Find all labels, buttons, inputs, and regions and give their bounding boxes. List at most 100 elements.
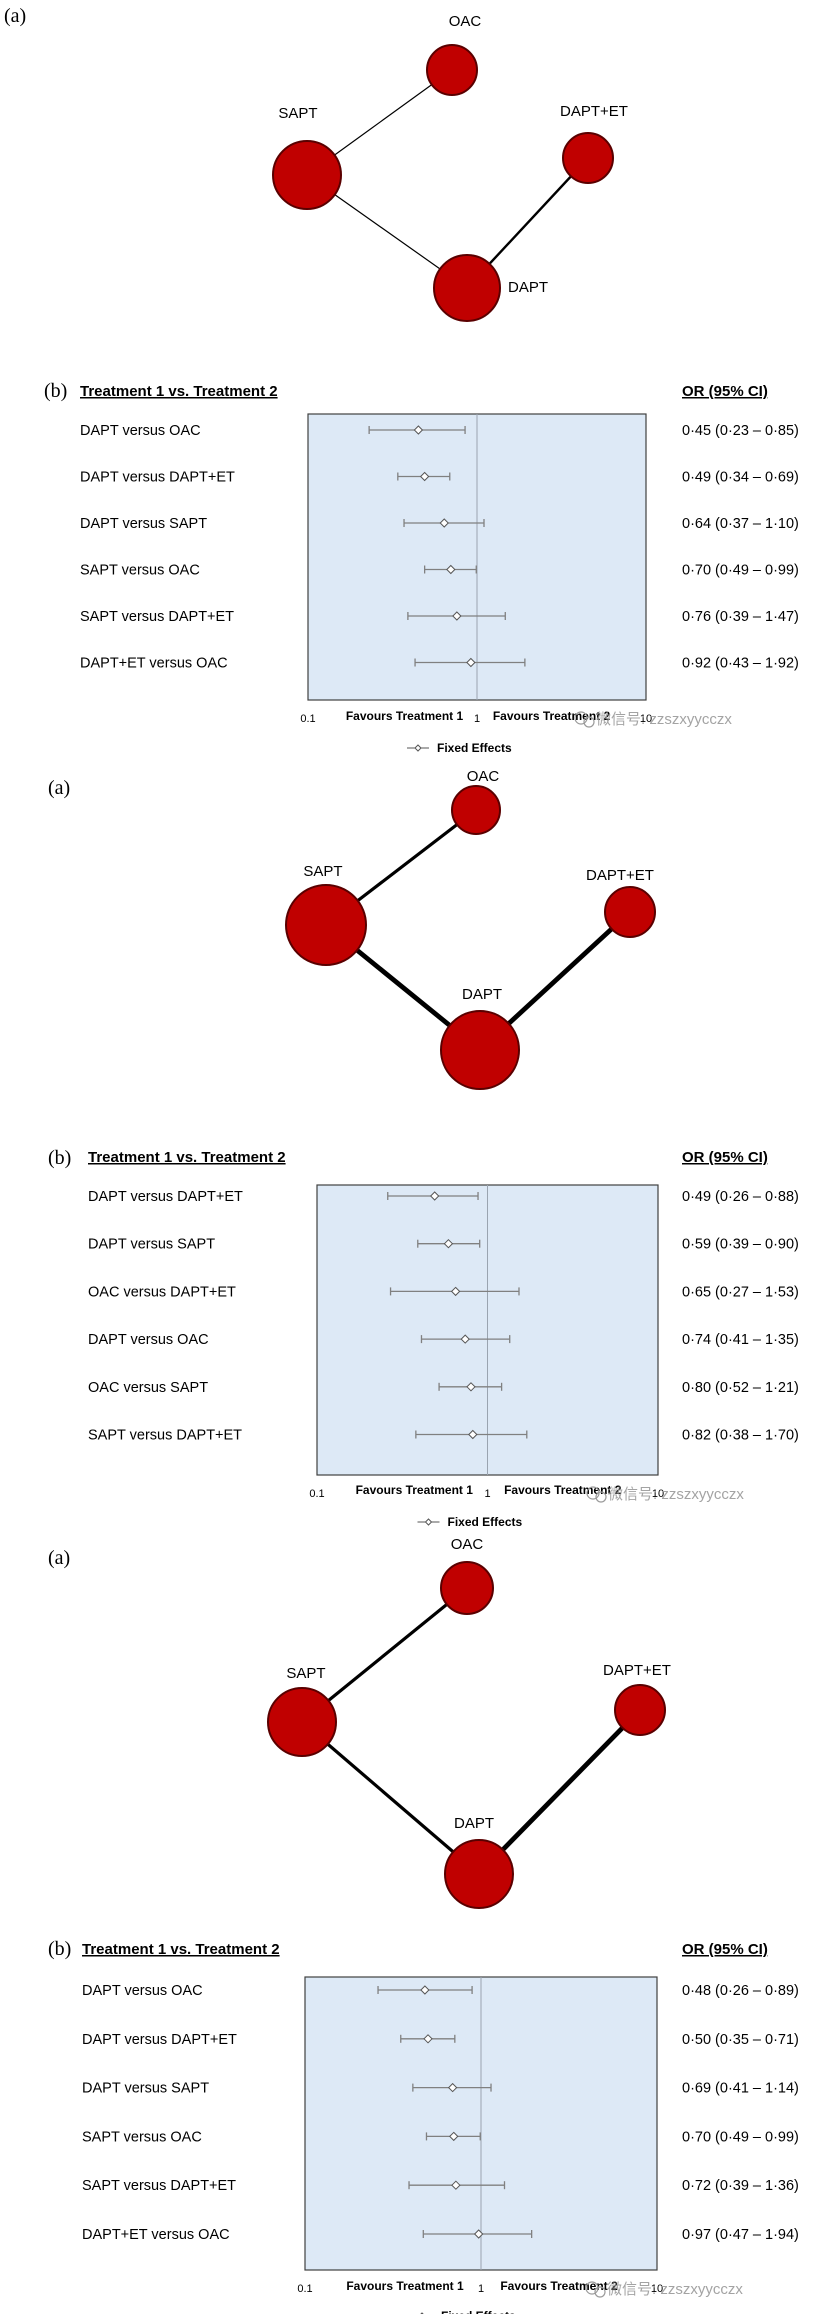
forest-x-tick-label: 10 [651,2283,663,2295]
forest-row-label: DAPT+ET versus OAC [80,656,228,672]
network-node-label: OAC [451,1536,484,1553]
forest-row-label: DAPT versus SAPT [80,516,207,532]
network-node [562,132,614,184]
forest-point-estimate [452,611,462,621]
forest-header-right: OR (95% CI) [682,1941,768,1958]
forest-row-or: 0·80 (0·52 – 1·21) [682,1380,799,1396]
forest-header-right: OR (95% CI) [682,1149,768,1166]
network-node [267,1687,337,1757]
forest-point-estimate [451,2180,461,2190]
watermark: 微信号: zzszxyycczx [585,2281,743,2298]
forest-row-label: DAPT versus DAPT+ET [80,470,235,486]
forest-row-label: DAPT versus OAC [80,423,201,439]
forest-row-or: 0·48 (0·26 – 0·89) [682,1983,799,1999]
network-node [440,1561,494,1615]
forest-point-estimate [443,1238,454,1249]
watermark: 微信号: zzszxyycczx [574,711,732,728]
panel-letter-b: (b) [44,380,67,402]
forest-panel: (b) Treatment 1 vs. Treatment 2 OR (95% CI… [44,380,799,755]
network-edge [300,1720,481,1876]
forest-row-label: DAPT versus DAPT+ET [88,1189,243,1205]
forest-x-tick-label: 1 [474,713,480,725]
forest-row-or: 0·49 (0·34 – 0·69) [682,470,799,486]
network-node-label: DAPT+ET [560,103,628,120]
network-node-label: SAPT [286,1665,325,1682]
watermark-text: 微信号: zzszxyycczx [608,1486,744,1503]
forest-point-estimate [423,2034,433,2044]
forest-favours-left: Favours Treatment 1 [356,1483,474,1497]
forest-point-estimate [419,471,430,482]
forest-point-estimate [420,1985,430,1995]
forest-favours-right: Favours Treatment 2 [493,709,611,723]
watermark-text: 微信号: zzszxyycczx [607,2281,743,2298]
network-node [440,1010,520,1090]
forest-x-tick-label: 0.1 [297,2283,312,2295]
forest-row-or: 0·65 (0·27 – 1·53) [682,1284,799,1300]
forest-point-estimate [466,657,476,668]
network-edge [300,1586,469,1724]
forest-row-label: SAPT versus DAPT+ET [80,609,234,625]
forest-row-label: OAC versus DAPT+ET [88,1284,236,1300]
network-node-label: OAC [467,768,500,785]
network-node-label: SAPT [303,863,342,880]
forest-row-or: 0·59 (0·39 – 0·90) [682,1237,799,1253]
forest-point-estimate [449,2131,459,2142]
forest-point-estimate [447,2082,458,2093]
forest-row-label: SAPT versus DAPT+ET [82,2178,236,2194]
forest-row-label: SAPT versus OAC [82,2129,202,2145]
forest-row-label: SAPT versus OAC [80,563,200,579]
panel-letter-a: (a) [48,777,70,799]
forest-row-label: DAPT versus OAC [82,1983,203,1999]
network-edge [476,1707,643,1877]
forest-header-left: Treatment 1 vs. Treatment 2 [80,383,278,400]
network-node-label: DAPT+ET [586,867,654,884]
forest-favours-left: Favours Treatment 1 [346,2279,464,2293]
forest-legend-marker [424,1518,433,1526]
network-node-label: DAPT [508,279,548,296]
forest-row-or: 0·49 (0·26 – 0·88) [682,1189,799,1205]
forest-point-estimate [413,425,424,435]
network-node [272,140,342,210]
forest-legend-label: Fixed Effects [437,741,512,755]
forest-header-left: Treatment 1 vs. Treatment 2 [88,1149,286,1166]
forest-header-right: OR (95% CI) [682,383,768,400]
panel-letter-a: (a) [4,5,26,27]
network-node-label: DAPT [462,986,502,1003]
network-node [604,886,656,938]
forest-x-tick-label: 10 [640,713,652,725]
forest-row-label: SAPT versus DAPT+ET [88,1428,242,1444]
forest-favours-right: Favours Treatment 2 [500,2279,618,2293]
forest-row-label: DAPT versus DAPT+ET [82,2032,237,2048]
forest-legend-marker [414,744,422,752]
forest-row-label: DAPT versus OAC [88,1332,209,1348]
forest-x-tick-label: 1 [484,1488,490,1500]
network-node [285,884,367,966]
watermark: 微信号: zzszxyycczx [586,1486,744,1503]
network-node [433,254,501,322]
forest-point-estimate [473,2229,484,2239]
forest-favours-left: Favours Treatment 1 [346,709,464,723]
forest-x-tick-label: 0.1 [300,713,315,725]
forest-point-estimate [439,518,449,528]
panel-letter-a: (a) [48,1547,70,1569]
forest-point-estimate [450,1286,461,1297]
panel-letter-b: (b) [48,1147,71,1169]
forest-x-tick-label: 1 [478,2283,484,2295]
network-panel: (a) OAC SAPT DAPT+ET DAPT [48,768,656,1090]
forest-row-or: 0·97 (0·47 – 1·94) [682,2227,799,2243]
wechat-icon [583,716,595,728]
forest-point-estimate [466,1382,476,1392]
network-node-label: SAPT [278,105,317,122]
panel-letter-b: (b) [48,1938,71,1960]
forest-point-estimate [446,564,456,575]
forest-row-or: 0·45 (0·23 – 0·85) [682,423,799,439]
wechat-icon [595,1491,607,1503]
forest-point-estimate [468,1429,478,1440]
forest-row-label: DAPT+ET versus OAC [82,2227,230,2243]
forest-row-label: OAC versus SAPT [88,1380,208,1396]
network-node [444,1839,514,1909]
forest-row-or: 0·70 (0·49 – 0·99) [682,2129,799,2145]
forest-legend-label: Fixed Effects [441,2309,516,2314]
